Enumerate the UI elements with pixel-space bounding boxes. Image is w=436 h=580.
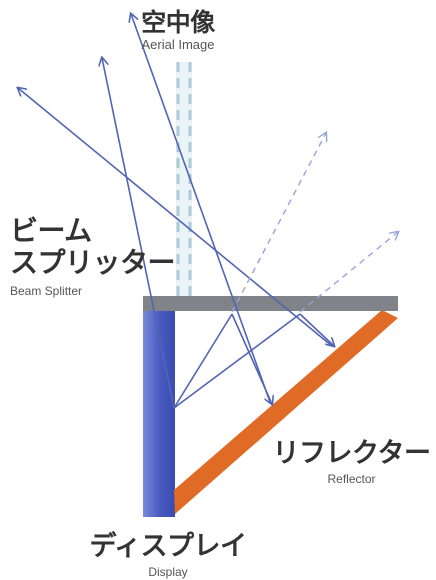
beam-splitter-label: ビーム スプリッター Beam Splitter bbox=[10, 214, 176, 298]
transmitted-rays bbox=[231, 133, 398, 313]
beam-splitter-label-en: Beam Splitter bbox=[10, 284, 83, 298]
display-panel bbox=[143, 305, 175, 517]
reflector-label-en: Reflector bbox=[327, 472, 376, 486]
display-label-en: Display bbox=[148, 565, 188, 579]
aerial-image-label-en: Aerial Image bbox=[141, 37, 215, 52]
reflector-label-jp: リフレクター bbox=[272, 438, 431, 469]
display-label-jp: ディスプレイ bbox=[89, 531, 247, 562]
beam-splitter-label-jp-2: スプリッター bbox=[10, 246, 176, 279]
aerial-image-label: 空中像 Aerial Image bbox=[118, 10, 238, 51]
aerial-image bbox=[176, 62, 192, 298]
display-label: ディスプレイ Display bbox=[68, 533, 268, 578]
beam-splitter-plate bbox=[143, 296, 398, 311]
reflector-plate bbox=[174, 310, 398, 514]
beam-splitter-label-jp-1: ビーム bbox=[10, 214, 92, 247]
aerial-image-label-jp: 空中像 bbox=[141, 8, 215, 37]
reflector-label: リフレクター Reflector bbox=[264, 440, 436, 485]
light-rays bbox=[18, 14, 334, 409]
